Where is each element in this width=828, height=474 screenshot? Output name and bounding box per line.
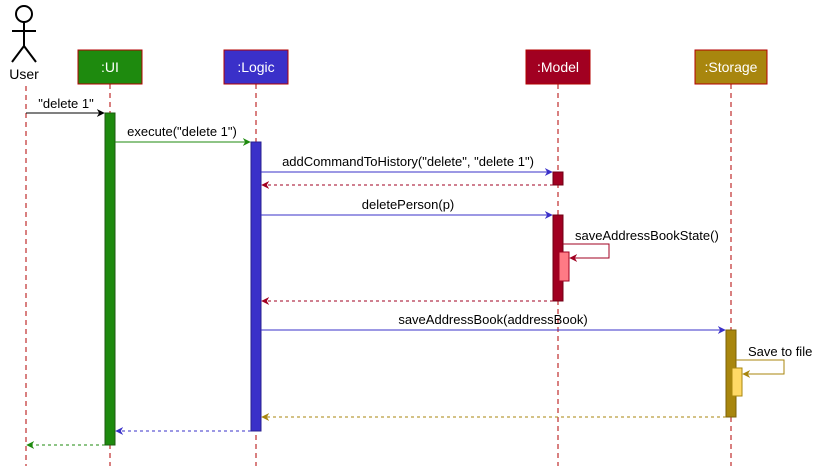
message-save-address-book-state-arrow xyxy=(563,243,610,262)
participant-logic-label: :Logic xyxy=(237,59,274,75)
participant-storage-box xyxy=(694,49,768,85)
model-activation-history xyxy=(552,171,564,186)
message-delete-person-label: deletePerson(p) xyxy=(362,197,455,212)
stick-figure-icon xyxy=(11,5,37,63)
participant-ui-box xyxy=(77,49,143,85)
ui-activation xyxy=(104,112,116,446)
user-actor-label: User xyxy=(9,66,39,82)
message-save-address-book-state-label: saveAddressBookState() xyxy=(575,228,719,243)
participant-logic-box xyxy=(223,49,289,85)
message-delete-1: "delete 1" xyxy=(26,96,105,117)
message-execute: execute("delete 1") xyxy=(115,124,251,146)
storage-activation-nested xyxy=(731,367,743,397)
message-delete-person: deletePerson(p) xyxy=(261,197,553,219)
user-actor: User xyxy=(9,5,39,82)
logic-activation xyxy=(250,141,262,432)
message-delete-1-label: "delete 1" xyxy=(38,96,94,111)
message-save-to-file-label: Save to file xyxy=(748,344,812,359)
model-activation-nested xyxy=(558,251,570,282)
participant-model-box xyxy=(525,49,591,85)
participant-logic: :Logic xyxy=(223,49,289,85)
message-save-address-book-state: saveAddressBookState() xyxy=(563,228,719,262)
participant-storage-label: :Storage xyxy=(705,59,758,75)
participant-model: :Model xyxy=(525,49,591,85)
message-save-address-book: saveAddressBook(addressBook) xyxy=(261,312,726,334)
participant-model-label: :Model xyxy=(537,59,579,75)
message-add-command-to-history: addCommandToHistory("delete", "delete 1"… xyxy=(261,154,553,176)
participant-storage: :Storage xyxy=(694,49,768,85)
participant-ui-label: :UI xyxy=(101,59,119,75)
message-save-to-file-arrow xyxy=(736,359,785,378)
message-save-to-file: Save to file xyxy=(736,344,812,378)
participant-ui: :UI xyxy=(77,49,143,85)
message-execute-label: execute("delete 1") xyxy=(127,124,237,139)
message-add-command-to-history-label: addCommandToHistory("delete", "delete 1"… xyxy=(282,154,534,169)
message-save-address-book-label: saveAddressBook(addressBook) xyxy=(398,312,587,327)
